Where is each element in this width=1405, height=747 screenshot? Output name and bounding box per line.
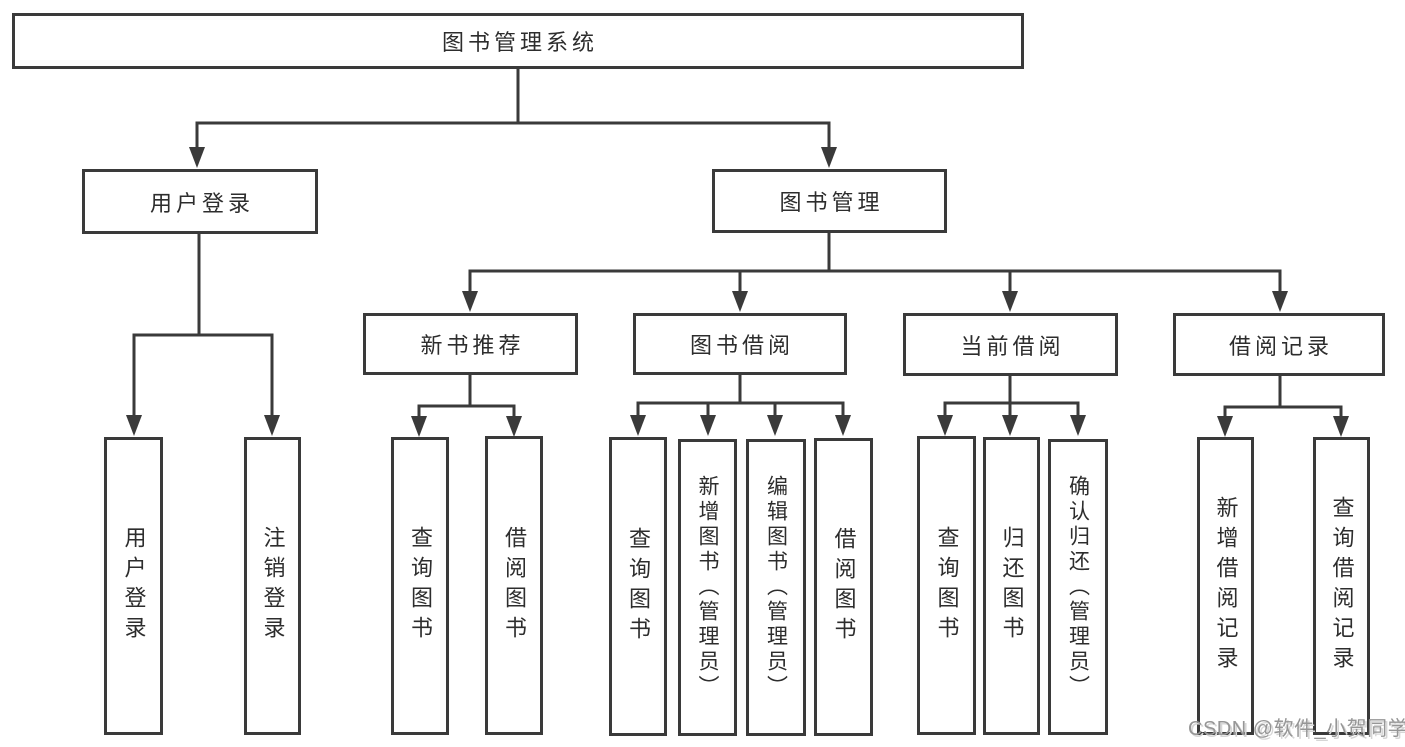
leaf-query-books-borrowing: 查询图书: [609, 437, 667, 736]
node-label: 当前借阅: [960, 333, 1065, 359]
leaf-return-books: 归还图书: [983, 437, 1040, 735]
node-label: 注销登录: [260, 526, 286, 646]
node-label: 新书推荐: [420, 333, 525, 358]
node-label: 查询图书: [626, 526, 651, 647]
node-label: 查询借阅记录: [1329, 496, 1355, 676]
leaf-confirm-return-admin: 确认归还（管理员）: [1048, 439, 1108, 735]
node-borrowing-records: 借阅记录: [1173, 313, 1385, 376]
leaf-borrow-books-borrowing: 借阅图书: [814, 438, 873, 736]
connector-current-borrowing-to-leaves: [937, 376, 1086, 436]
node-label: 查询图书: [408, 526, 433, 646]
node-label: 图书借阅: [689, 333, 794, 358]
leaf-add-book-admin: 新增图书（管理员）: [678, 439, 737, 736]
connector-new-book-recommendation-to-leaves: [411, 375, 522, 437]
csdn-watermark: CSDN @软件_小贺同学: [1188, 718, 1405, 740]
node-label: 归还图书: [999, 526, 1025, 646]
node-user-login: 用户登录: [82, 169, 318, 234]
leaf-query-borrow-record: 查询借阅记录: [1313, 437, 1370, 735]
leaf-query-books-recommend: 查询图书: [391, 437, 449, 735]
node-library-management-system: 图书管理系统: [12, 13, 1024, 69]
node-label: 借阅图书: [831, 527, 857, 647]
connector-book-management-to-level2: [462, 233, 1288, 312]
connector-user-login-to-leaves: [126, 234, 280, 436]
node-book-borrowing: 图书借阅: [633, 313, 847, 375]
node-new-book-recommendation: 新书推荐: [363, 313, 578, 375]
node-label: 图书管理: [779, 190, 884, 215]
node-book-management: 图书管理: [712, 169, 947, 233]
leaf-logout: 注销登录: [244, 437, 301, 735]
node-current-borrowing: 当前借阅: [903, 313, 1118, 376]
leaf-user-login: 用户登录: [104, 437, 163, 735]
node-label: 编辑图书（管理员）: [764, 475, 788, 700]
node-label: 用户登录: [121, 526, 147, 646]
leaf-add-borrow-record: 新增借阅记录: [1197, 437, 1254, 735]
node-label: 新增图书（管理员）: [696, 475, 719, 700]
node-label: 借阅图书: [502, 525, 527, 646]
node-label: 新增借阅记录: [1213, 496, 1239, 676]
leaf-borrow-books-recommend: 借阅图书: [485, 436, 543, 735]
leaf-edit-book-admin: 编辑图书（管理员）: [746, 439, 806, 736]
node-label: 查询图书: [934, 525, 960, 646]
connector-book-borrowing-to-leaves: [630, 375, 851, 436]
node-label: 借阅记录: [1228, 333, 1333, 359]
connector-borrowing-records-to-leaves: [1217, 376, 1349, 437]
leaf-query-books-current: 查询图书: [917, 436, 976, 735]
node-label: 图书管理系统: [441, 30, 598, 55]
connector-root-to-level1: [189, 69, 837, 168]
node-label: 用户登录: [149, 190, 254, 216]
node-label: 确认归还（管理员）: [1066, 474, 1090, 700]
